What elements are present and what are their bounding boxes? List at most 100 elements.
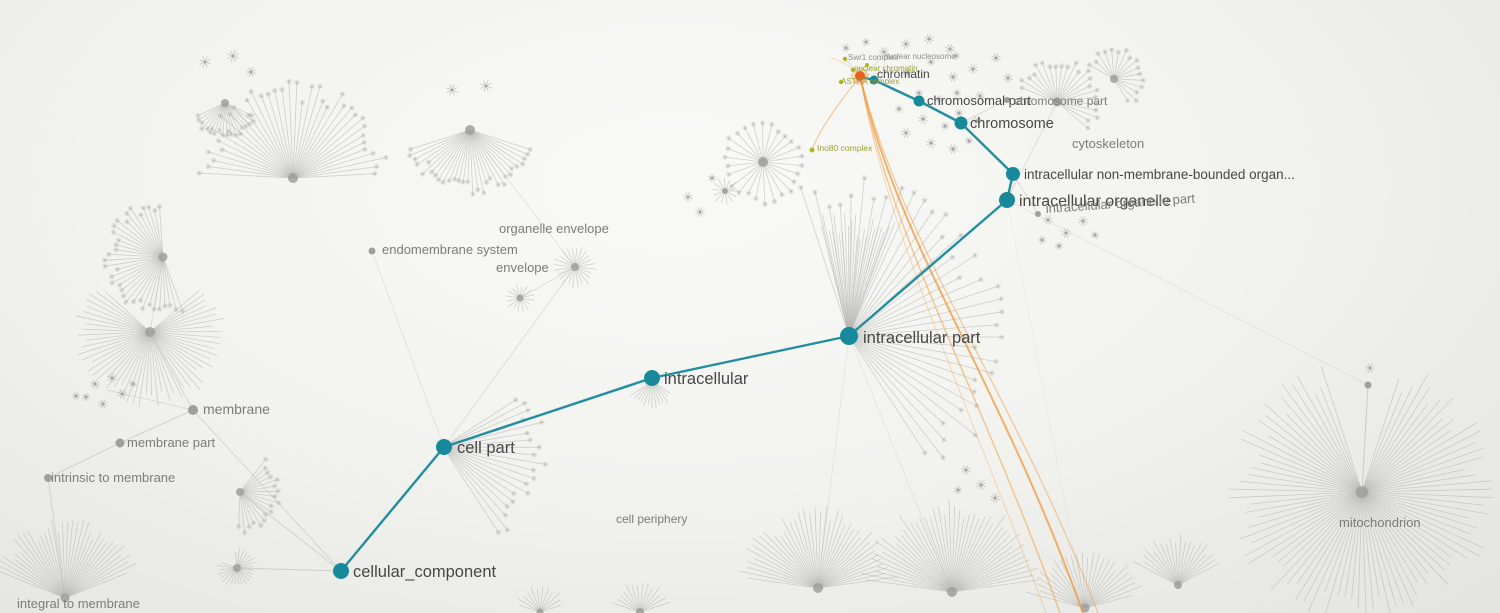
fan-spoke [149, 313, 216, 333]
fan-spoke [1250, 491, 1363, 505]
term-node-intracellular-non-membrane-bounded-organelle[interactable] [1006, 167, 1020, 181]
term-label[interactable]: integral to membrane [17, 596, 140, 611]
fan-spoke [951, 579, 1039, 593]
fan-tip-asterisk-icon [956, 276, 963, 280]
cluster-node[interactable] [158, 252, 168, 262]
term-node-chromosomal-part[interactable] [913, 95, 925, 107]
cluster-node[interactable] [145, 327, 155, 337]
cluster-node[interactable] [722, 188, 728, 194]
fan-spoke [821, 225, 850, 337]
fan-spoke [932, 507, 953, 593]
term-node-intracellular-part[interactable] [840, 327, 858, 345]
cluster-node[interactable] [465, 125, 475, 135]
term-label[interactable]: intracellular non-membrane-bounded organ… [1024, 167, 1295, 182]
term-node-ino80-dot[interactable] [809, 147, 815, 153]
fan-spoke [625, 584, 641, 613]
cluster-node[interactable] [288, 173, 298, 183]
fan-spoke [154, 210, 164, 258]
fan-spoke [1177, 542, 1203, 586]
cluster-node[interactable] [536, 608, 544, 613]
term-node-endomembrane-system[interactable] [368, 247, 376, 255]
term-label[interactable]: chromosomal part [927, 93, 1031, 108]
term-label[interactable]: intracellular [664, 370, 749, 388]
term-label[interactable]: ASTRA complex [841, 77, 899, 86]
fan-spoke [758, 535, 819, 589]
term-node-chromosome[interactable] [954, 116, 968, 130]
term-node-intracellular-organelle-part[interactable] [1035, 211, 1041, 217]
fan-spoke [789, 522, 819, 589]
cluster-node[interactable] [813, 583, 823, 593]
fan-spoke [1361, 491, 1483, 549]
term-node-complex-dot-4[interactable] [865, 63, 869, 67]
term-label[interactable]: nuclear nucleosome [884, 52, 956, 61]
term-label[interactable]: intracellular part [863, 329, 981, 347]
term-node-intracellular-organelle[interactable] [999, 192, 1015, 208]
fan-tip-asterisk-icon [110, 230, 117, 234]
term-label[interactable]: membrane [203, 401, 270, 417]
term-node-chromosome-part[interactable] [1004, 97, 1010, 103]
fan-spoke [149, 331, 175, 394]
cluster-node[interactable] [571, 263, 579, 271]
fan-spoke [848, 335, 976, 436]
term-label[interactable]: intracellular organelle [1019, 193, 1171, 210]
cluster-node[interactable] [1110, 75, 1118, 83]
fan-spoke [1113, 60, 1138, 80]
cluster-node[interactable] [221, 99, 229, 107]
fan-spoke [64, 563, 137, 599]
fan-spoke [1319, 387, 1363, 493]
fan-spoke [774, 535, 819, 589]
term-label[interactable]: membrane part [127, 435, 216, 450]
term-label[interactable]: organelle envelope [499, 221, 609, 236]
term-node-complex-dot-1[interactable] [842, 56, 848, 62]
term-label[interactable]: chromatin [877, 67, 930, 81]
fan-spoke [292, 173, 375, 179]
fan-tip-asterisk-icon [883, 195, 889, 199]
term-node-intrinsic-to-membrane[interactable] [44, 474, 52, 482]
term-label[interactable]: chromosome [970, 116, 1054, 132]
fan-tip-asterisk-icon [794, 172, 801, 176]
term-label[interactable]: cellular_component [353, 563, 497, 581]
fan-spoke [874, 540, 953, 593]
fan-spoke [817, 537, 861, 589]
cluster-node[interactable] [516, 294, 524, 302]
fan-tip-asterisk-icon [317, 85, 323, 89]
term-label[interactable]: nuclear chromatin [854, 64, 918, 73]
term-label[interactable]: endomembrane system [382, 242, 518, 257]
fan-spoke [1265, 415, 1363, 493]
term-node-selected-term[interactable] [855, 71, 865, 81]
term-label[interactable]: Swr1 complex [848, 53, 898, 62]
term-label[interactable]: envelope [496, 260, 549, 275]
cluster-node[interactable] [636, 608, 644, 613]
term-node-chromatin[interactable] [869, 75, 879, 85]
fan-spoke [809, 513, 819, 589]
term-label[interactable]: mitochondrion [1339, 515, 1421, 530]
term-node-membrane[interactable] [188, 405, 198, 415]
term-label[interactable]: cell periphery [616, 512, 687, 526]
term-node-membrane-part[interactable] [115, 438, 125, 448]
cluster-node[interactable] [1174, 581, 1182, 589]
fan-spoke [1361, 400, 1441, 493]
term-node-intracellular[interactable] [644, 370, 660, 386]
term-node-complex-dot-2[interactable] [850, 67, 856, 73]
term-node-mitochondrion-stem[interactable] [1364, 381, 1372, 389]
star-center [1064, 231, 1068, 235]
term-label[interactable]: cell part [457, 439, 515, 457]
graph-edge [848, 335, 953, 593]
cluster-node[interactable] [60, 593, 70, 603]
term-label[interactable]: cytoskeleton [1072, 136, 1144, 151]
term-label[interactable]: Ino80 complex [817, 143, 873, 153]
term-node-cellular-component[interactable] [333, 563, 349, 579]
cluster-node[interactable] [1052, 97, 1062, 107]
cluster-node[interactable] [947, 587, 957, 597]
star-center [897, 107, 901, 111]
fan-spoke [1056, 62, 1077, 103]
term-node-complex-dot-3[interactable] [838, 79, 844, 85]
fan-spoke [442, 129, 471, 183]
cluster-node[interactable] [758, 157, 768, 167]
term-label[interactable]: chromosome part [1014, 94, 1108, 108]
fan-tip-asterisk-icon [151, 307, 157, 311]
term-node-cell-part[interactable] [436, 439, 452, 455]
fan-tip-asterisk-icon [939, 235, 946, 239]
star-center [917, 91, 921, 95]
term-label[interactable]: intrinsic to membrane [51, 470, 175, 485]
